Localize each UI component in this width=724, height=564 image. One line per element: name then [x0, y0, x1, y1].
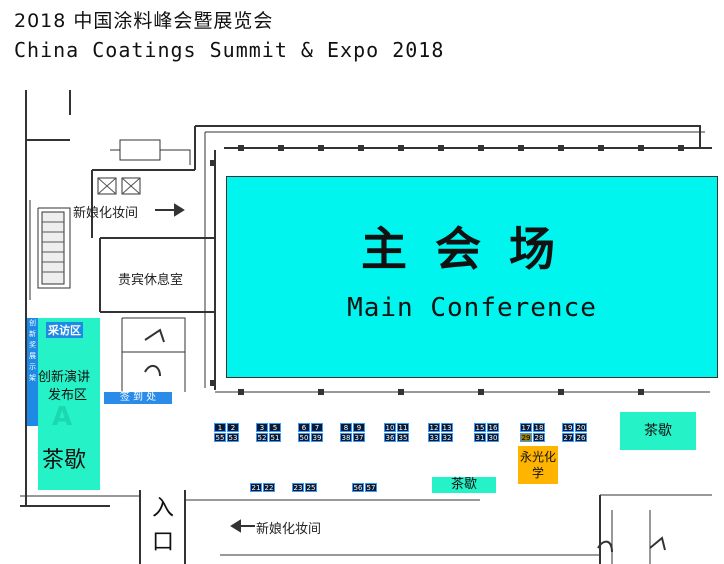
- booth-30: 30: [487, 433, 499, 442]
- main-conference-label-en: Main Conference: [347, 293, 597, 323]
- booth-5: 5: [269, 423, 281, 432]
- map-title-chinese: 2018 中国涂料峰会暨展览会: [14, 10, 274, 32]
- booth-36: 36: [384, 433, 396, 442]
- booth-3: 3: [256, 423, 268, 432]
- booth-37: 37: [353, 433, 365, 442]
- exhibitor-yongguang: 永光化学: [518, 446, 558, 484]
- entrance-label: 入口: [151, 496, 174, 555]
- bridal-room-bottom-label: 新娘化妆间: [256, 522, 322, 537]
- booth-26: 26: [575, 433, 587, 442]
- check-in-desk: 签 到 处: [104, 392, 172, 404]
- booth-2: 2: [227, 423, 239, 432]
- booth-27: 27: [562, 433, 574, 442]
- booth-25: 25: [305, 483, 317, 492]
- booth-28: 28: [533, 433, 545, 442]
- bridal-room-top-label: 新娘化妆间: [73, 206, 139, 221]
- booth-55: 55: [214, 433, 226, 442]
- booth-33: 33: [428, 433, 440, 442]
- booth-10: 10: [384, 423, 396, 432]
- main-conference-label-cn: 主会场: [361, 222, 583, 276]
- innovation-award-display: 创新奖展示架: [27, 318, 38, 426]
- booth-16: 16: [487, 423, 499, 432]
- booth-29: 29: [520, 433, 532, 442]
- booth-6: 6: [298, 423, 310, 432]
- booth-9: 9: [353, 423, 365, 432]
- booth-21: 21: [250, 483, 262, 492]
- interview-area-label: 采访区: [46, 322, 83, 338]
- booth-39: 39: [311, 433, 323, 442]
- map-title-english: China Coatings Summit & Expo 2018: [14, 38, 445, 62]
- launch-area-label-1: 创新演讲: [38, 370, 91, 385]
- booth-13: 13: [441, 423, 453, 432]
- booth-53: 53: [227, 433, 239, 442]
- booth-17: 17: [520, 423, 532, 432]
- launch-area-label-2: 发布区: [48, 388, 88, 403]
- booth-11: 11: [397, 423, 409, 432]
- booth-23: 23: [292, 483, 304, 492]
- booth-32: 32: [441, 433, 453, 442]
- booth-19: 19: [562, 423, 574, 432]
- booth-1: 1: [214, 423, 226, 432]
- booth-22: 22: [263, 483, 275, 492]
- booth-57: 57: [365, 483, 377, 492]
- launch-area: 采访区 创新演讲 发布区 A 茶歇: [38, 318, 100, 490]
- booth-20: 20: [575, 423, 587, 432]
- booth-18: 18: [533, 423, 545, 432]
- booth-31: 31: [474, 433, 486, 442]
- booth-52: 52: [256, 433, 268, 442]
- booth-8: 8: [340, 423, 352, 432]
- vip-lounge-label: 贵宾休息室: [118, 273, 184, 288]
- area-letter: A: [52, 402, 73, 432]
- booth-12: 12: [428, 423, 440, 432]
- booth-7: 7: [311, 423, 323, 432]
- booth-38: 38: [340, 433, 352, 442]
- booth-51: 51: [269, 433, 281, 442]
- tea-break-right: 茶歇: [620, 412, 696, 450]
- booth-56: 56: [352, 483, 364, 492]
- tea-break-left-label: 茶歇: [42, 448, 87, 473]
- booth-35: 35: [397, 433, 409, 442]
- main-conference-hall: 主会场 Main Conference: [226, 176, 718, 378]
- booth-15: 15: [474, 423, 486, 432]
- tea-break-center: 茶歇: [432, 477, 496, 493]
- booth-50: 50: [298, 433, 310, 442]
